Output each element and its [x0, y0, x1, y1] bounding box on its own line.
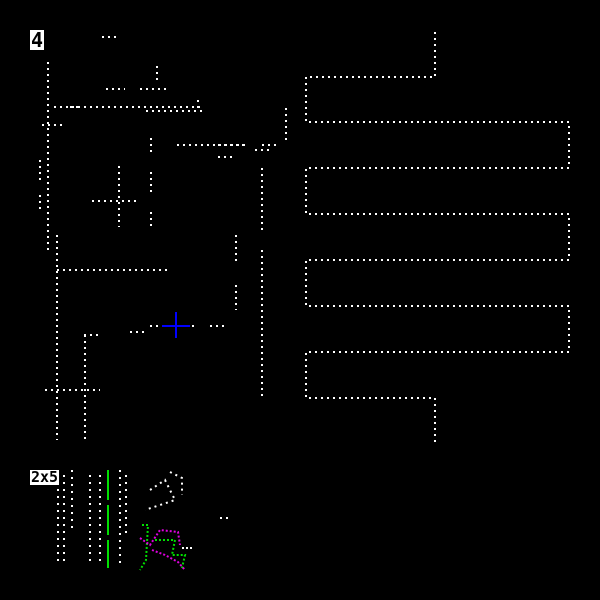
serpentine-path: [305, 32, 570, 442]
magenta-stroke-1: [139, 528, 181, 547]
panel-label-top: 4: [30, 28, 45, 52]
green-stroke-2: [155, 539, 187, 569]
dot-cluster-2: [169, 471, 183, 495]
green-stroke-1: [139, 524, 150, 571]
dot-cluster: [144, 478, 177, 511]
panel-label-bottom: 2x5: [30, 468, 60, 486]
magenta-stroke-2: [151, 549, 186, 571]
